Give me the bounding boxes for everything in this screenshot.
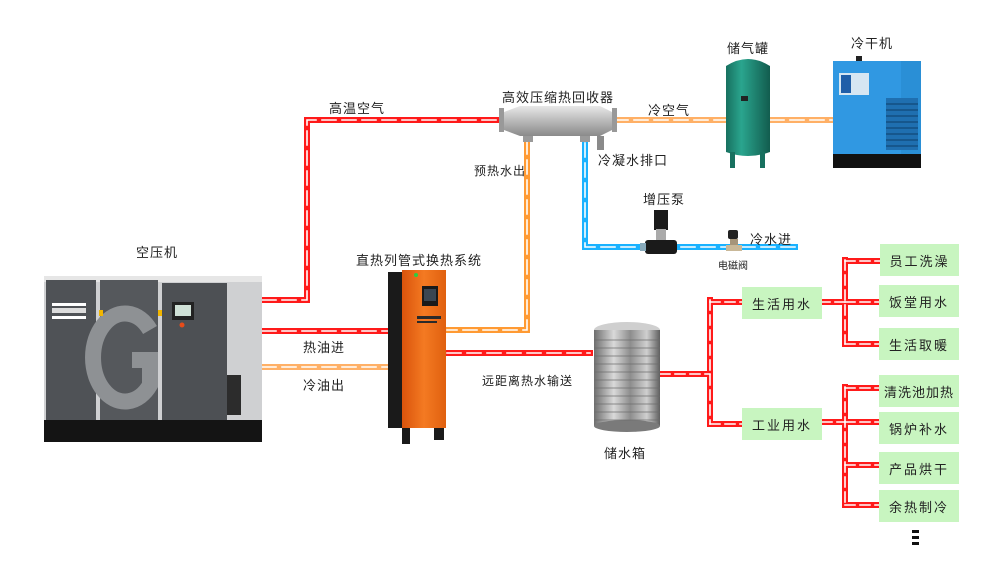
solenoid-valve-image <box>726 230 742 251</box>
air-tank-label: 储气罐 <box>727 42 770 57</box>
industrial-water-box: 工业用水 <box>742 408 822 440</box>
water-tank-label: 储水箱 <box>604 447 647 462</box>
air-storage-tank-image <box>726 59 770 168</box>
domestic-water-box: 生活用水 <box>742 287 822 319</box>
pipe-preheat-water <box>444 137 530 333</box>
recovery-unit-label: 高效压缩热回收器 <box>502 91 615 106</box>
pipe-hot-air <box>259 117 503 303</box>
refrigerated-dryer-image <box>833 56 921 168</box>
preheat-water-out-label: 预热水出 <box>474 164 527 178</box>
dryer-label: 冷干机 <box>851 37 894 52</box>
air-compressor-label: 空压机 <box>136 246 179 261</box>
cold-air-label: 冷空气 <box>648 104 691 119</box>
booster-pump-image <box>640 210 677 254</box>
heat-recovery-unit-image <box>499 106 617 150</box>
remote-hot-water-label: 远距离热水输送 <box>482 374 574 388</box>
use-box-domestic-heating: 生活取暖 <box>879 328 959 360</box>
booster-pump-label: 增压泵 <box>643 193 686 208</box>
use-box-canteen-water: 饭堂用水 <box>879 285 959 317</box>
cold-water-in-label: 冷水进 <box>750 233 793 248</box>
air-compressor-image <box>44 276 262 442</box>
water-storage-tank-image <box>594 322 660 432</box>
solenoid-valve-label: 电磁阀 <box>718 261 748 272</box>
pipe-cold-water <box>582 137 798 250</box>
cold-oil-out-label: 冷油出 <box>303 379 346 394</box>
heat-exchanger-cabinet-image <box>388 270 446 444</box>
use-box-cleaning-pool-heating: 清洗池加热 <box>879 375 959 407</box>
more-uses-ellipsis-icon <box>912 530 919 548</box>
heat-exchanger-label: 直热列管式换热系统 <box>356 254 483 269</box>
hot-oil-in-label: 热油进 <box>303 341 346 356</box>
use-box-staff-shower: 员工洗澡 <box>880 244 959 276</box>
hot-air-label: 高温空气 <box>329 102 386 117</box>
condensate-drain-label: 冷凝水排口 <box>598 154 669 169</box>
use-box-boiler-makeup: 锅炉补水 <box>879 412 959 444</box>
use-box-product-drying: 产品烘干 <box>879 452 959 484</box>
use-box-waste-heat-cooling: 余热制冷 <box>879 490 959 522</box>
